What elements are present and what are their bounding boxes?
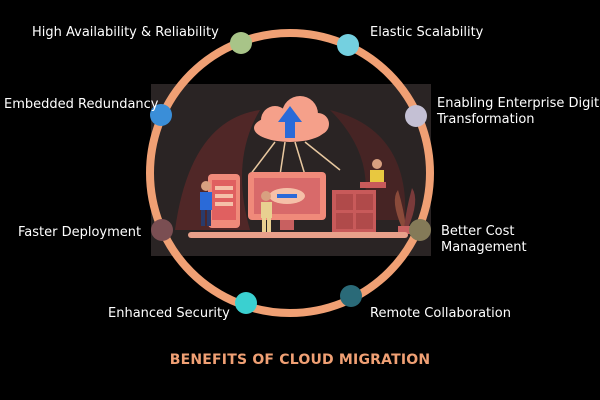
server-cabinet-icon — [332, 190, 376, 232]
label-digital-transformation: Enabling Enterprise Digital Transformati… — [437, 96, 600, 127]
dot-cost-management — [409, 219, 431, 241]
plant-icon — [394, 188, 416, 234]
label-faster-deployment: Faster Deployment — [18, 225, 142, 240]
cloud-migration-illustration — [151, 84, 431, 256]
connection-lines — [249, 141, 341, 176]
dot-embedded-redundancy — [150, 104, 172, 126]
person-right-icon — [360, 159, 386, 188]
dot-elastic-scalability — [337, 34, 359, 56]
decor-swirl-right — [330, 110, 406, 220]
dot-high-availability — [230, 32, 252, 54]
illustration-floor — [188, 232, 408, 238]
person-center-icon — [261, 191, 272, 232]
label-high-availability: High Availability & Reliability — [32, 25, 219, 40]
label-cost-management: Better Cost Management — [441, 224, 527, 255]
benefit-dots — [150, 32, 431, 314]
dot-enhanced-security — [235, 292, 257, 314]
dot-faster-deployment — [151, 219, 173, 241]
diagram-title: BENEFITS OF CLOUD MIGRATION — [169, 352, 431, 368]
phone-icon — [208, 174, 240, 228]
dot-remote-collaboration — [340, 285, 362, 307]
cloud-upload-icon — [254, 96, 329, 142]
label-enhanced-security: Enhanced Security — [108, 306, 230, 321]
label-remote-collaboration: Remote Collaboration — [370, 306, 511, 321]
benefits-ring — [146, 29, 434, 317]
label-elastic-scalability: Elastic Scalability — [370, 25, 484, 40]
dot-digital-transformation — [405, 105, 427, 127]
person-left-icon — [200, 181, 212, 226]
label-embedded-redundancy: Embedded Redundancy — [4, 97, 159, 112]
